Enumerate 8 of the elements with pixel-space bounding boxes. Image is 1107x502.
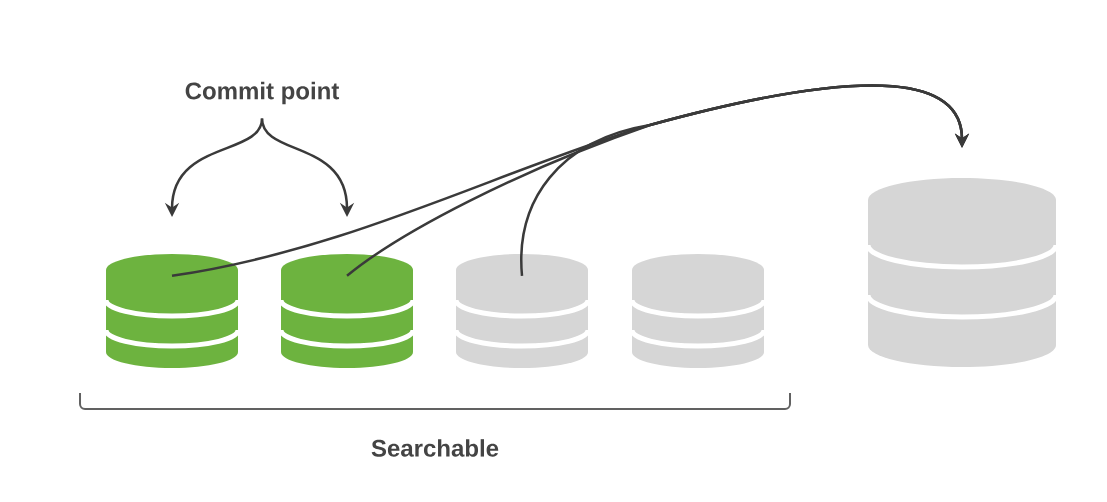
database-cylinder [453,254,591,368]
database-cylinder [629,254,767,368]
heading: Commit point [185,81,340,105]
database-cylinder [278,254,416,368]
arrow [520,84,970,276]
label: Searchable [371,439,499,457]
database-cylinder [865,178,1059,367]
database-cylinder [103,254,241,368]
